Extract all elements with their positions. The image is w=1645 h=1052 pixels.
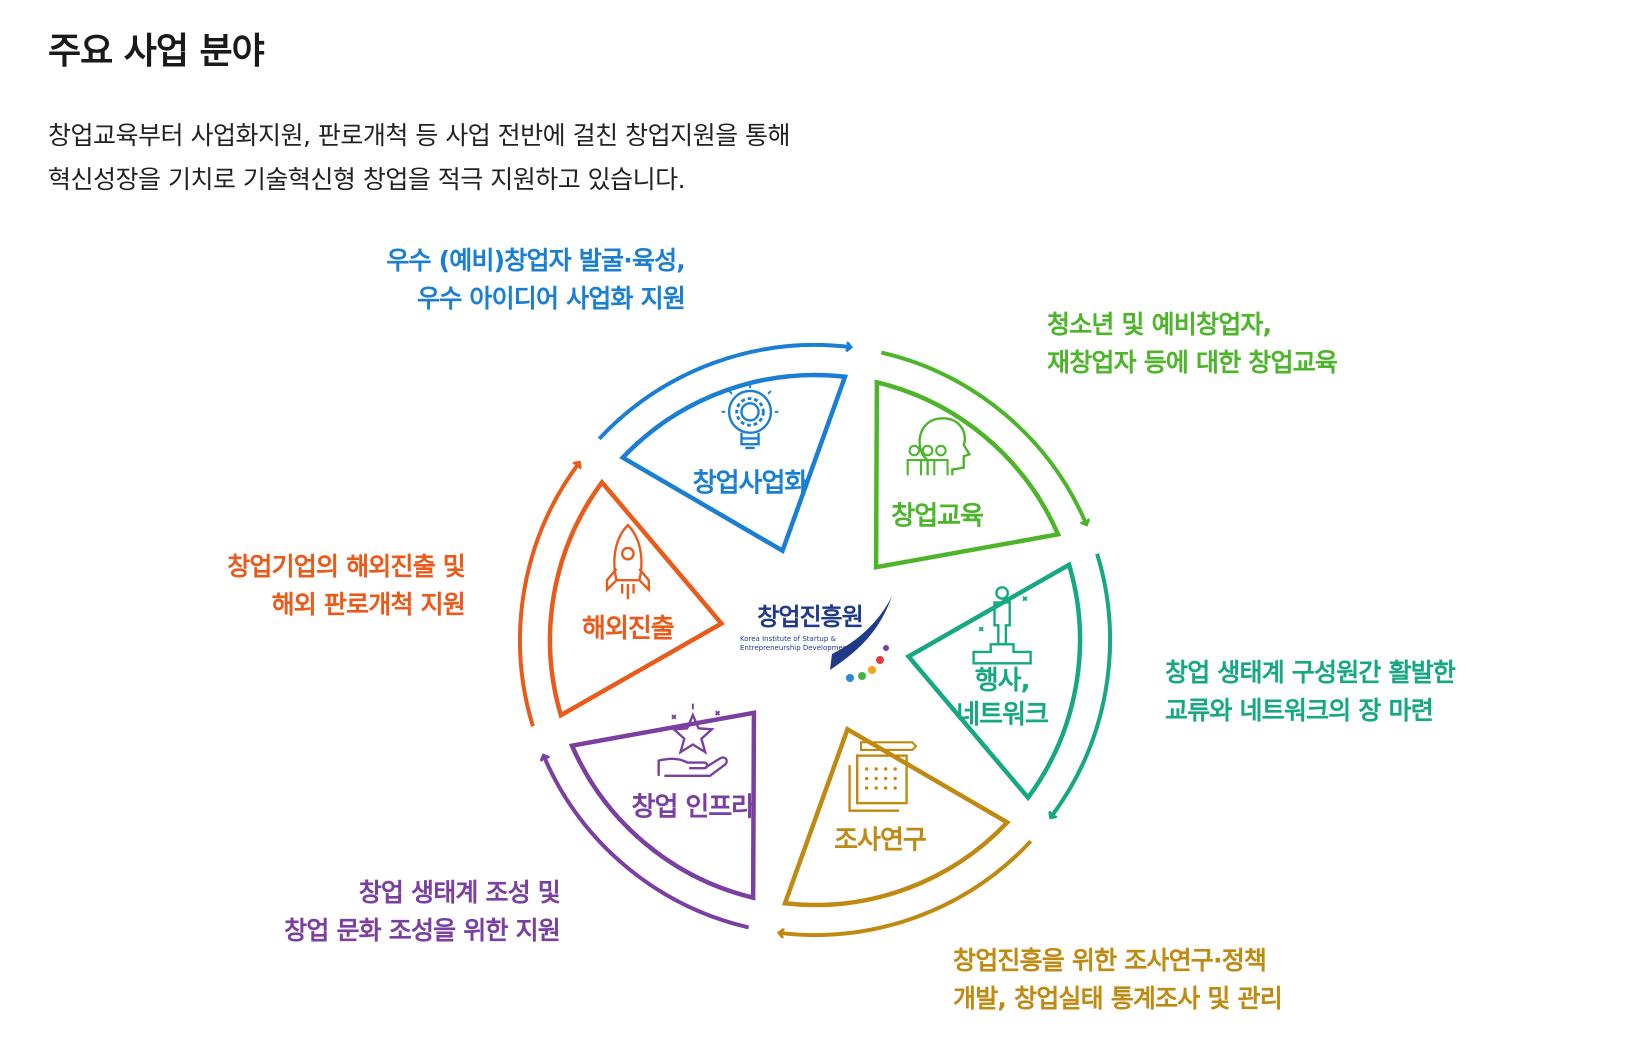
segment-podium-person: 행사, 네트워크 — [905, 553, 1112, 818]
segment-wedge — [905, 561, 1083, 802]
segment-description: 창업기업의 해외진출 및 해외 판로개척 지원 — [227, 552, 466, 619]
segment-label: 네트워크 — [956, 700, 1048, 730]
cycle-arrow — [880, 350, 1086, 525]
segment-label: 창업 인프라 — [632, 793, 756, 823]
segment-description: 창업 생태계 구성원간 활발한 교류와 네트워크의 장 마련 — [1165, 658, 1456, 725]
segment-wedge — [547, 478, 725, 719]
description-line: 혁신성장을 기치로 기술혁신형 창업을 적극 지원하고 있습니다. — [48, 165, 686, 194]
logo-subtitle-line: Entrepreneurship Development — [740, 644, 850, 652]
lightbulb-gear-icon — [721, 383, 779, 450]
logo-swoosh-icon — [830, 596, 892, 670]
segment-head-people: 창업교육 — [873, 350, 1086, 570]
segment-description: 우수 (예비)창업자 발굴·육성, 우수 아이디어 사업화 지원 — [386, 246, 685, 313]
logo-subtitle-line: Korea Institute of Startup & — [740, 635, 837, 643]
description-line: 창업교육부터 사업화지원, 판로개척 등 사업 전반에 걸친 창업지원을 통해 — [48, 121, 791, 150]
logo-title: 창업진흥원 — [757, 603, 862, 631]
segment-calendar-pen: 조사연구 — [779, 725, 1033, 935]
segment-rocket: 해외진출 — [518, 462, 725, 727]
page-description: 창업교육부터 사업화지원, 판로개척 등 사업 전반에 걸친 창업지원을 통해 … — [48, 114, 791, 202]
segment-wedge — [568, 710, 757, 901]
segment-wedge — [781, 725, 1011, 908]
rocket-icon — [605, 523, 650, 600]
segment-label: 조사연구 — [834, 826, 926, 856]
segment-wedge — [873, 379, 1062, 570]
cycle-arrow — [1051, 553, 1112, 818]
segment-lightbulb-gear: 창업사업화 — [597, 345, 851, 555]
segment-description: 청소년 및 예비창업자, 재창업자 등에 대한 창업교육 — [1047, 310, 1338, 377]
segment-label: 창업교육 — [891, 501, 983, 531]
cycle-arrow — [779, 839, 1033, 935]
segment-label: 행사, — [975, 666, 1030, 696]
cycle-arrow — [597, 345, 851, 441]
segment-wedge — [619, 372, 849, 555]
center-logo: 창업진흥원 Korea Institute of Startup & Entre… — [740, 596, 892, 682]
calendar-pen-icon — [848, 741, 918, 812]
segment-hand-star: 창업 인프라 — [543, 703, 757, 930]
head-people-icon — [906, 417, 972, 476]
page-title: 주요 사업 분야 — [48, 31, 265, 72]
segment-label: 해외진출 — [582, 614, 674, 644]
segment-description: 창업 생태계 조성 및 창업 문화 조성을 위한 지원 — [284, 878, 561, 945]
segment-label: 창업사업화 — [693, 468, 809, 498]
hand-star-icon — [657, 703, 728, 778]
podium-person-icon — [972, 586, 1032, 665]
cycle-arrow — [518, 462, 579, 727]
segment-description: 창업진흥을 위한 조사연구·정책 개발, 창업실태 통계조사 및 관리 — [953, 946, 1283, 1013]
cycle-arrow — [543, 755, 750, 930]
